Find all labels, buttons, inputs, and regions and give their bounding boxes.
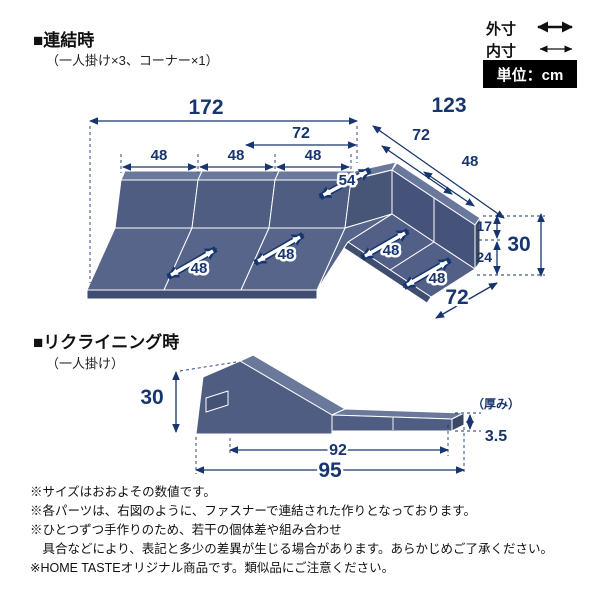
- reclining-dimensions: 30 92 95 （厚み） 3.5: [140, 361, 520, 485]
- dim-back-width-2: 48: [228, 147, 245, 164]
- dim-inner-width-right: 72: [412, 127, 430, 144]
- flat-seat-end-cap: [451, 412, 465, 432]
- dim-arrow: [423, 171, 475, 207]
- dim-seat-height: 24: [476, 249, 492, 265]
- dim-back-width-3: 48: [305, 147, 322, 164]
- connected-section-title: ■連結時: [33, 31, 95, 50]
- back-cushion: [114, 179, 199, 229]
- dim-arrow-white: [170, 249, 214, 277]
- dim-seat-depth-right-1: 48: [383, 242, 400, 259]
- back-top: [120, 170, 203, 181]
- dim-back-width-1: 48: [151, 147, 168, 164]
- extension-lines: [89, 126, 545, 283]
- dim-right-outer-width: 123: [431, 94, 466, 117]
- seat-front-edge: [86, 289, 318, 300]
- footnote-line: ※ひとつずつ手作りのため、若干の個体差や組み合わせ: [30, 523, 342, 537]
- dim-arrow: [435, 282, 498, 319]
- dim-seat-depth-left-2: 48: [278, 246, 295, 263]
- dim-arrow-white: [406, 260, 448, 287]
- reclining-section-subtitle: （一人掛け）: [46, 356, 125, 371]
- connected-sofa-illustration: [86, 161, 481, 304]
- dim-arrow-white: [257, 235, 301, 263]
- unit-badge: 単位：cm: [483, 60, 577, 88]
- footnotes: ※サイズはおおよその数値です。 ※各パーツは、右図のように、ファスナーで連結され…: [30, 483, 592, 578]
- connected-dimensions: 172 123 72 72 48 48 48 54 48 17 24: [89, 94, 545, 319]
- dim-arrow-white: [364, 231, 406, 258]
- dim-back-thickness: 17: [476, 218, 492, 234]
- dim-right-arm-depth: 72: [445, 286, 468, 309]
- dim-inner-width-left: 72: [292, 125, 310, 142]
- dim-seat-depth-right-2: 48: [429, 270, 446, 287]
- dim-arrow-white: [322, 170, 368, 197]
- reclining-section-title: ■リクライニング時: [33, 333, 180, 352]
- legend-outer-label: 外寸: [486, 21, 517, 38]
- legend-arrows: [537, 21, 573, 53]
- connected-section-subtitle: （一人掛け×3、コーナー×1）: [46, 53, 219, 68]
- rec-thickness: 3.5: [485, 428, 507, 445]
- wedge-side: [195, 360, 333, 435]
- rec-inner-length: 92: [329, 442, 347, 459]
- dim-seat-depth-left-1: 48: [191, 260, 208, 277]
- footnote-line: ※サイズはおおよその数値です。: [30, 485, 216, 499]
- dim-corner-diagonal: 54: [339, 172, 356, 189]
- footnote-line: ※各パーツは、右図のように、ファスナーで連結された作りとなっております。: [30, 504, 477, 518]
- rec-height: 30: [140, 386, 163, 409]
- arm-end-cap: [474, 217, 481, 270]
- back-cushion: [191, 179, 276, 229]
- rec-thickness-caption: （厚み）: [472, 396, 520, 411]
- side-pocket: [205, 390, 229, 413]
- reclining-sofa-illustration: [195, 354, 465, 435]
- back-top: [197, 170, 280, 181]
- footnote-line: 具合などにより、表記と多少の差異が生じる場合があります。あらかじめご了承ください…: [30, 542, 554, 556]
- legend-inner-label: 内寸: [486, 43, 517, 60]
- dim-total-height: 30: [507, 233, 530, 256]
- dim-total-width: 172: [188, 96, 223, 119]
- rec-outer-length: 95: [318, 459, 342, 482]
- footnote-line: ※HOME TASTEオリジナル商品です。類似品にご注意ください。: [30, 561, 395, 575]
- dim-right-back-width: 48: [462, 153, 479, 170]
